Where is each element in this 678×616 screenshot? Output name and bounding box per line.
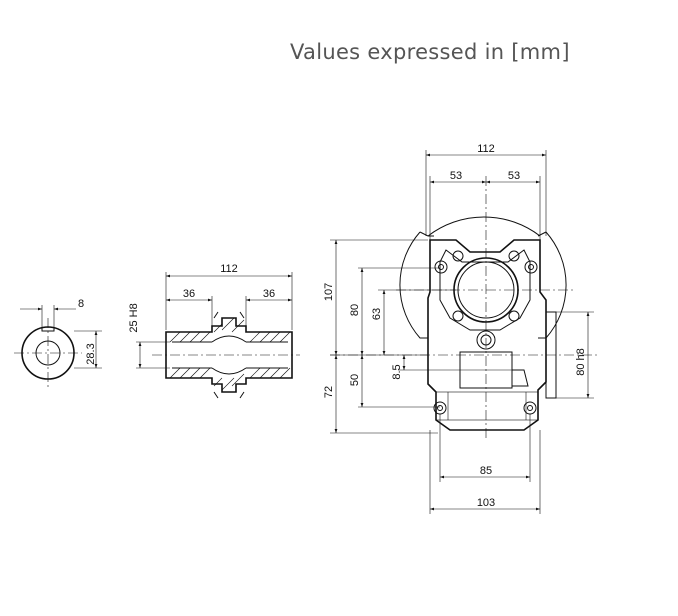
- gearbox-upper-height-dim: 107: [323, 283, 335, 301]
- gearbox-key-offset-dim: 8.5: [391, 364, 403, 379]
- gearbox-top-width-dim: 112: [477, 143, 495, 155]
- units-note: Values expressed in [mm]: [290, 40, 570, 64]
- gearbox-flange-height-dim: 80: [349, 304, 361, 316]
- gearbox-half-left-dim: 53: [450, 170, 462, 182]
- gearbox-lower-height-dim: 72: [323, 386, 335, 398]
- hollow-shaft-section: [136, 272, 300, 399]
- gearbox-base-outer-dim: 103: [477, 497, 495, 509]
- gearbox-spigot-dim: 80 h8: [575, 348, 587, 376]
- shaft-left-bore-dim: 36: [183, 288, 195, 300]
- shaft-length-dim: 112: [220, 263, 238, 275]
- gearbox-base-inner-dim: 85: [480, 465, 492, 477]
- shaft-diameter-dim: 25 H8: [128, 303, 140, 332]
- gearbox-dimensions: [330, 150, 594, 514]
- shaft-key-width-dim: 8: [78, 298, 84, 310]
- gearbox-base-height-dim: 50: [349, 374, 361, 386]
- gearbox-bore-height-dim: 63: [371, 308, 383, 320]
- gearbox-half-right-dim: 53: [508, 170, 520, 182]
- shaft-right-bore-dim: 36: [263, 288, 275, 300]
- shaft-key-height-dim: 28.3: [85, 343, 97, 364]
- shaft-end-view: [14, 305, 102, 388]
